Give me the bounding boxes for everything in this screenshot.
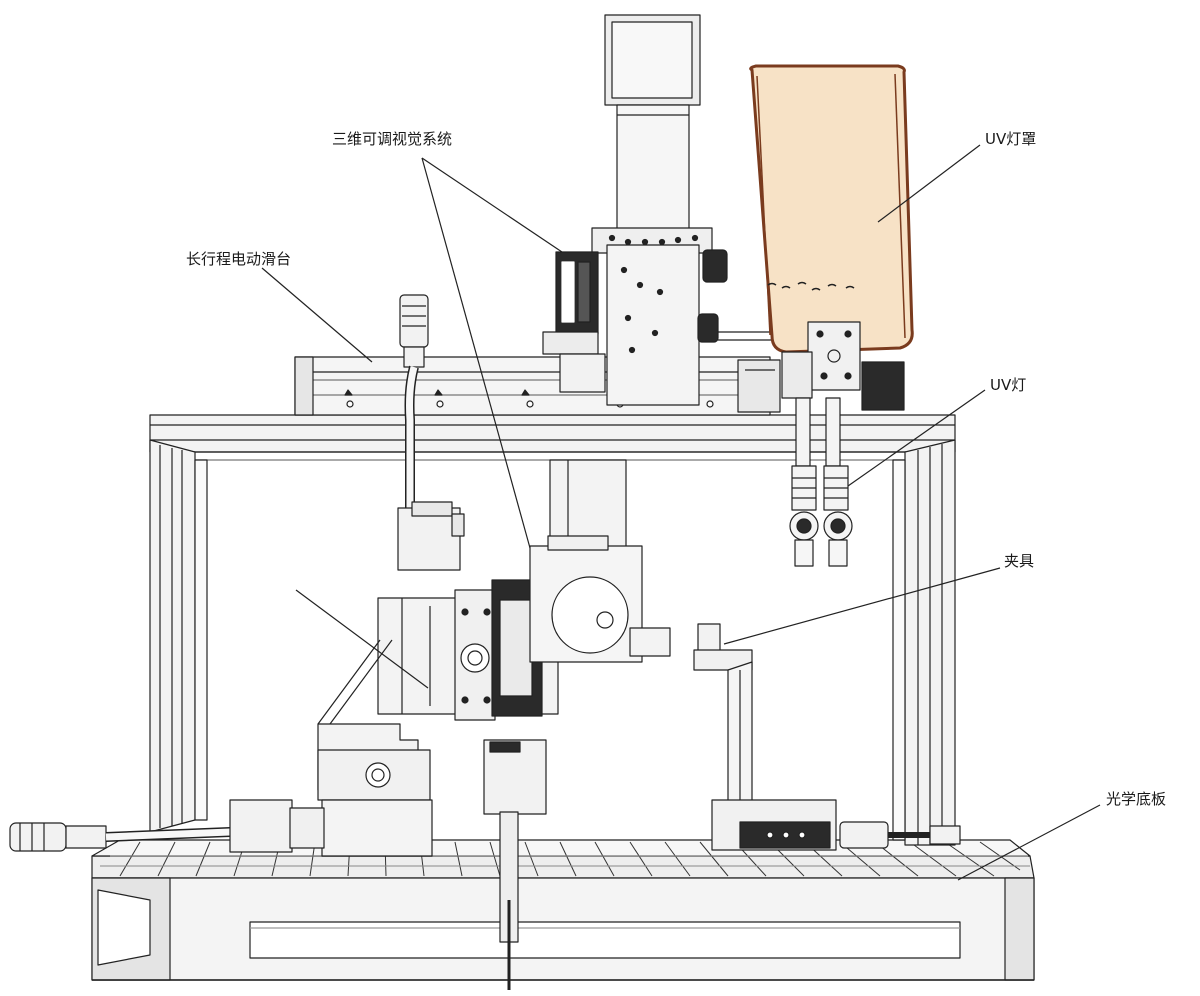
fixture bbox=[693, 623, 961, 851]
central-manipulator bbox=[317, 501, 671, 990]
label-linear-stage: 长行程电动滑台 bbox=[186, 250, 292, 268]
leader-lines bbox=[261, 144, 1101, 881]
vision-system-camera bbox=[542, 14, 790, 406]
label-uv-lamp: UV灯 bbox=[990, 376, 1027, 394]
label-vision-system: 三维可调视觉系统 bbox=[332, 130, 453, 148]
label-uv-hood: UV灯罩 bbox=[985, 130, 1037, 148]
label-optical-base: 光学底板 bbox=[1106, 790, 1167, 808]
long-travel-stage bbox=[294, 356, 781, 416]
optical-base-plate bbox=[91, 839, 1035, 981]
uv-lamp-hood bbox=[749, 64, 914, 354]
top-cable-connector bbox=[399, 294, 429, 515]
bottom-cable bbox=[9, 799, 325, 853]
aluminium-frame bbox=[149, 414, 956, 846]
label-fixture: 夹具 bbox=[1004, 552, 1035, 570]
uv-lamp-assembly bbox=[781, 321, 905, 567]
